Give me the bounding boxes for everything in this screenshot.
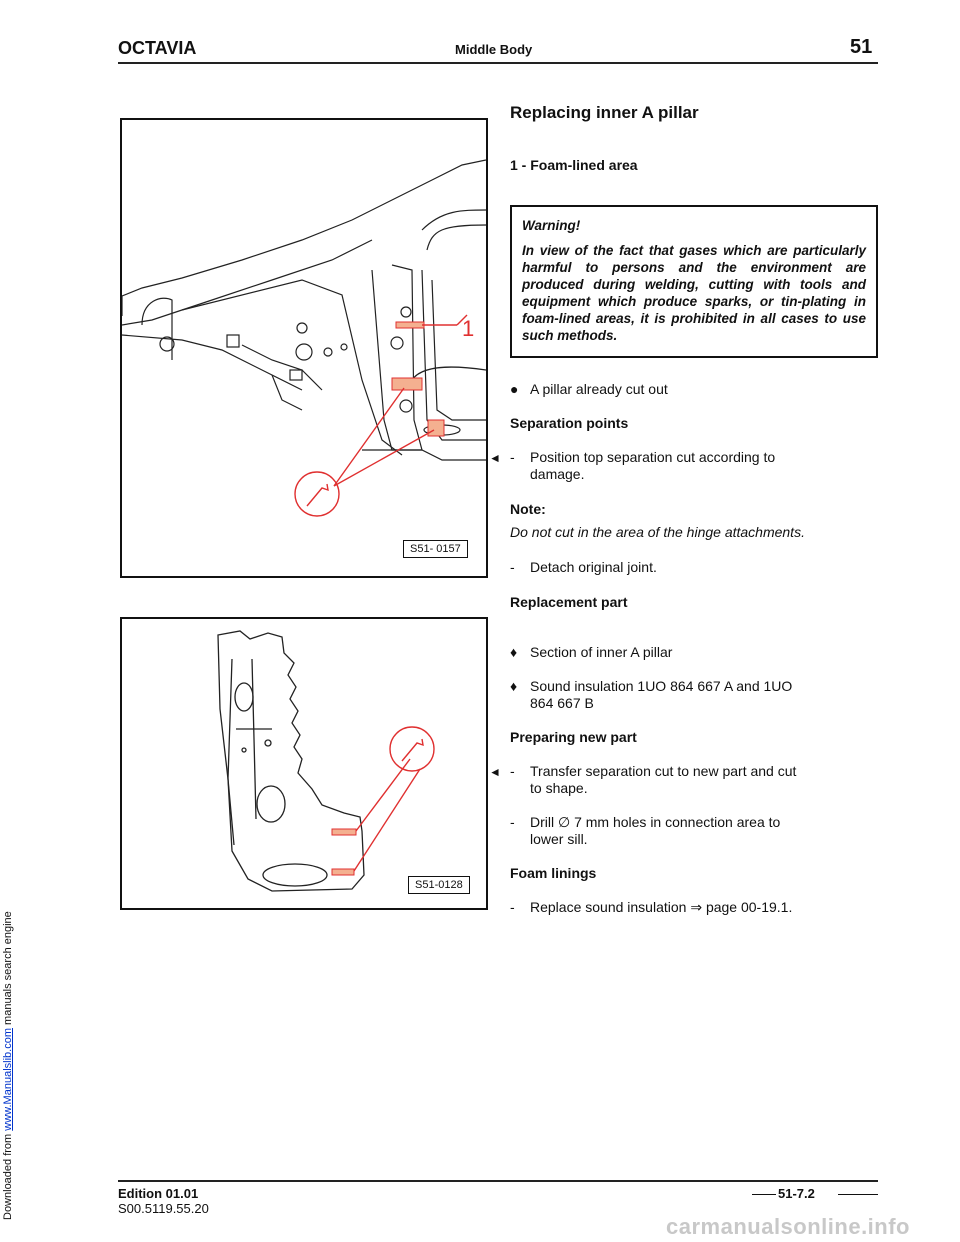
footer-page-ref: 51-7.2 [778, 1186, 815, 1201]
preparing-step: - Drill ∅ 7 mm holes in connection area … [510, 814, 810, 848]
footer-edition: Edition 01.01 [118, 1186, 199, 1201]
replacement-item: ♦ Sound insulation 1UO 864 667 A and 1UO… [510, 678, 810, 712]
bullet-diamond: ♦ [510, 678, 518, 694]
a-pillar-illustration: 1 [121, 159, 487, 517]
step-dash: - [510, 814, 515, 830]
footer-dash [838, 1194, 878, 1195]
header-section: Middle Body [455, 42, 533, 57]
foam-step: - Replace sound insulation ⇒ page 00-19.… [510, 899, 810, 916]
item-foam-lined-area: 1 - Foam-lined area [510, 157, 638, 173]
preparing-step-text: Drill ∅ 7 mm holes in connection area to… [530, 814, 781, 847]
replacement-item: ♦ Section of inner A pillar [510, 644, 810, 661]
note-text: Do not cut in the area of the hinge atta… [510, 524, 805, 540]
reference-arrow-1: ◄ [489, 451, 501, 465]
watermark: carmanualsonline.info [666, 1214, 910, 1239]
foam-heading: Foam linings [510, 865, 597, 881]
step-dash: - [510, 449, 515, 465]
figure-code-s51-0128: S51-0128 [408, 876, 470, 894]
separation-step-text: Position top separation cut according to… [530, 449, 776, 482]
download-note-prefix: Downloaded from [2, 1133, 14, 1220]
footer-dash [752, 1194, 776, 1195]
bullet-diamond: ♦ [510, 644, 518, 660]
header-model: OCTAVIA [118, 38, 197, 58]
figure-a-pillar: 1 S51- 0157 [120, 118, 488, 578]
reference-arrow-2: ◄ [489, 765, 501, 779]
detach-step-text: Detach original joint. [530, 559, 657, 575]
detach-step: - Detach original joint. [510, 559, 810, 576]
preparing-step: - Transfer separation cut to new part an… [510, 763, 810, 797]
separation-heading: Separation points [510, 415, 629, 431]
replacement-part-illustration [217, 630, 435, 892]
figure-code-s51-0157: S51- 0157 [403, 540, 468, 558]
footer-rule [118, 1180, 878, 1182]
download-note-suffix: manuals search engine [2, 911, 14, 1025]
note-label: Note: [510, 501, 546, 517]
manualslib-link[interactable]: www.Manualslib.com [2, 1028, 14, 1131]
page-title: Replacing inner A pillar [510, 103, 699, 122]
replacement-item-text: Section of inner A pillar [530, 644, 673, 660]
step-dash: - [510, 763, 515, 779]
footer-doc-number: S00.5119.55.20 [118, 1201, 209, 1216]
warning-heading: Warning! [522, 218, 581, 233]
replacement-item-text: Sound insulation 1UO 864 667 A and 1UO 8… [530, 678, 793, 711]
download-note: Downloaded from www.Manualslib.com manua… [2, 911, 14, 1220]
callout-number-1: 1 [462, 316, 474, 341]
figure-replacement-part: S51-0128 [120, 617, 488, 910]
header-rule [118, 62, 878, 64]
a-pillar-text: A pillar already cut out [530, 381, 668, 397]
bullet-dot: ● [510, 381, 519, 397]
header-page-number: 51 [850, 36, 873, 58]
warning-box: Warning! In view of the fact that gases … [510, 205, 878, 358]
replacement-heading: Replacement part [510, 594, 628, 610]
warning-text: In view of the fact that gases which are… [522, 243, 866, 343]
a-pillar-item: ● A pillar already cut out [510, 381, 810, 398]
step-dash: - [510, 559, 515, 575]
foam-step-text: Replace sound insulation ⇒ page 00-19.1. [530, 899, 793, 915]
preparing-step-text: Transfer separation cut to new part and … [530, 763, 797, 796]
preparing-heading: Preparing new part [510, 729, 637, 745]
separation-step: - Position top separation cut according … [510, 449, 810, 483]
step-dash: - [510, 899, 515, 915]
